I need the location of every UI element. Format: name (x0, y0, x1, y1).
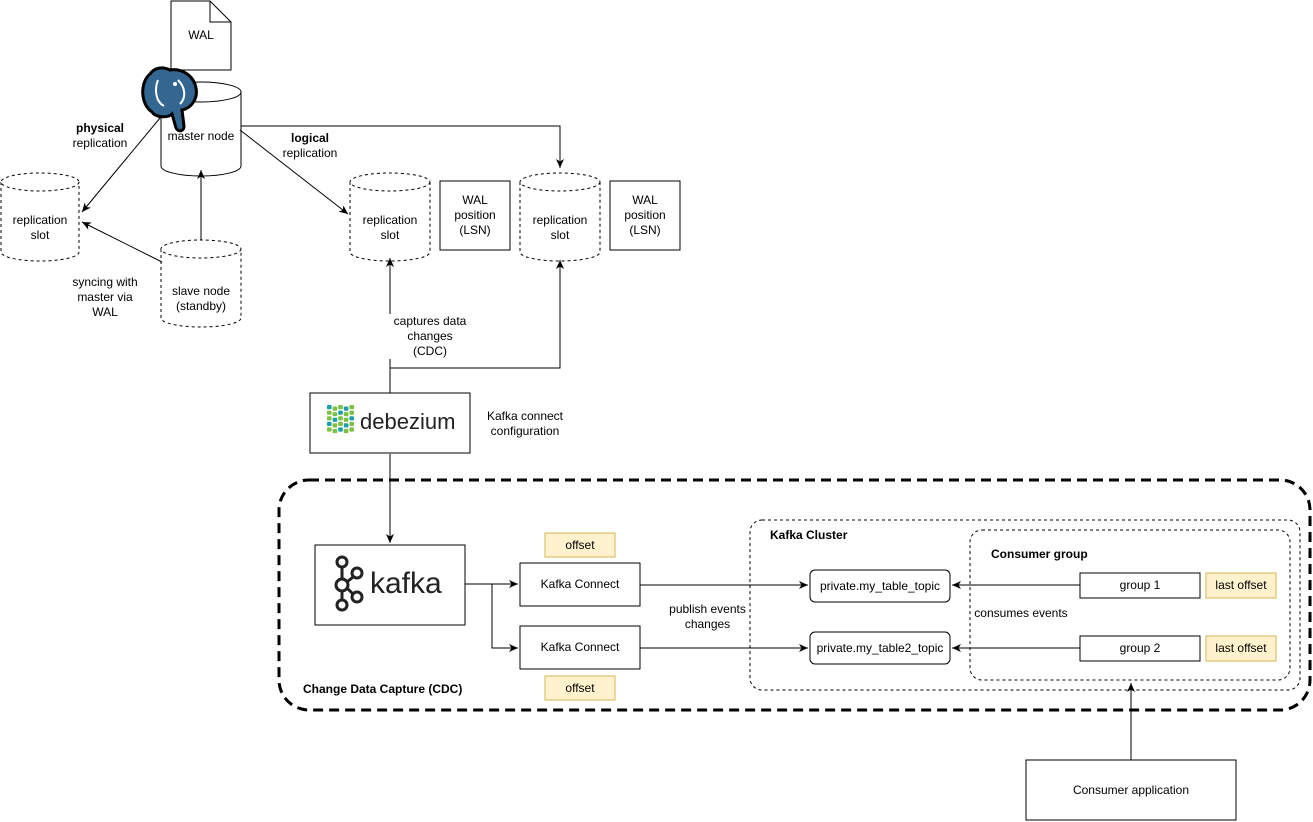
debezium-logo-tile (332, 412, 338, 417)
kafka-connect-1-label: Kafka Connect (540, 577, 620, 591)
physical-replication-slot-cylinder (0, 172, 80, 262)
logical-slot-2-label: replication slot (532, 213, 588, 242)
offset-1-box (544, 532, 616, 558)
topic-1-label: private.my_table_topic (819, 578, 941, 593)
debezium-logo-tile (327, 405, 332, 410)
wal-document-icon (170, 0, 232, 71)
kafka-connect-1-box (519, 562, 641, 607)
wal-position-2-label: WAL position (LSN) (624, 193, 666, 237)
group-2-label: group 2 (1119, 641, 1161, 655)
debezium-logo-tile (332, 406, 338, 411)
logical-label-rest: replication (282, 146, 338, 160)
logical-replication-slot-1-cylinder (349, 172, 431, 262)
last-offset-2-label: last offset (1215, 641, 1267, 655)
postgresql-elephant-icon (141, 66, 198, 133)
offset-2-box (544, 675, 616, 701)
kafka-logo-icon (334, 555, 364, 612)
group-1-box (1079, 572, 1201, 599)
wal-position-1-box (439, 180, 511, 251)
consumer-group-container (969, 529, 1291, 681)
cdc-title: Change Data Capture (CDC) (303, 682, 463, 696)
debezium-logo-tile (349, 405, 354, 410)
kafka-to-connect-2-edge (491, 584, 518, 652)
kafka-connect-2-label: Kafka Connect (540, 640, 620, 654)
debezium-box (309, 392, 471, 454)
consumer-application-label: Consumer application (1072, 782, 1190, 797)
debezium-logo-tile (343, 417, 349, 422)
kafka-cluster-container (749, 519, 1301, 691)
kafka-connect-2-box (519, 625, 641, 670)
syncing-label: syncing with master via WAL (72, 275, 138, 319)
offset-1-label: offset (565, 537, 595, 552)
debezium-logo-tile (343, 406, 349, 411)
topic-2-box (809, 631, 951, 665)
debezium-logo-tile (343, 428, 349, 434)
master-to-slot-2-edge (241, 125, 564, 168)
debezium-logo-tile (327, 421, 332, 426)
debezium-logo-tile (349, 421, 354, 426)
topic-1-box (809, 569, 951, 603)
consumes-label: consumes events (974, 606, 1068, 620)
slave-node-label: slave node (standby) (171, 284, 231, 313)
debezium-logo-tile (338, 421, 343, 426)
logical-replication-slot-2-cylinder (519, 172, 601, 262)
debezium-logo-tile (327, 410, 332, 415)
master-node-label: master node (167, 128, 235, 143)
debezium-logo-tile (349, 416, 354, 421)
debezium-logo-text: debezium (360, 409, 456, 434)
publish-label: publish events changes (669, 602, 746, 631)
debezium-logo-tile (332, 428, 338, 434)
wal-position-1-label: WAL position (LSN) (454, 193, 496, 237)
logical-replication-edge (239, 129, 349, 215)
physical-replication-edge (81, 117, 161, 213)
debezium-logo-icon (327, 405, 354, 434)
slave-node-cylinder (160, 239, 242, 328)
debezium-logo-tile (349, 427, 354, 432)
consumer-application-box (1025, 759, 1237, 821)
debezium-to-slot-2-edge (390, 260, 564, 369)
syncing-edge (81, 221, 163, 263)
wal-document-label: WAL (188, 27, 214, 42)
physical-slot-label: replication slot (12, 213, 68, 242)
debezium-logo-tile (338, 405, 343, 410)
kafka-cluster-title: Kafka Cluster (770, 528, 848, 542)
debezium-logo-tile (343, 423, 349, 428)
kafka-connect-config-label: Kafka connect configuration (486, 409, 564, 438)
group-2-box (1079, 635, 1201, 662)
cdc-container (277, 478, 1312, 712)
debezium-logo-tile (327, 416, 332, 421)
last-offset-1-box (1205, 572, 1277, 599)
debezium-logo-tile (338, 427, 343, 432)
last-offset-2-box (1205, 635, 1277, 662)
debezium-logo-tile (338, 416, 343, 421)
debezium-logo-tile (349, 410, 354, 415)
kafka-logo-text: kafka (370, 567, 442, 600)
debezium-logo-tile (338, 410, 343, 415)
physical-label-bold: physical (75, 121, 125, 135)
logical-slot-1-label: replication slot (362, 213, 418, 242)
debezium-logo-tile (332, 423, 338, 428)
debezium-logo-tile (343, 412, 349, 417)
group-1-label: group 1 (1119, 578, 1161, 592)
offset-2-label: offset (565, 680, 595, 695)
last-offset-1-label: last offset (1215, 578, 1267, 592)
debezium-logo-tile (327, 427, 332, 432)
debezium-logo-tile (332, 417, 338, 422)
consumer-group-title: Consumer group (991, 547, 1088, 561)
physical-label-rest: replication (72, 136, 128, 150)
topic-2-label: private.my_table2_topic (816, 640, 944, 655)
captures-label: captures data changes (CDC) (380, 314, 480, 359)
wal-position-2-box (609, 180, 681, 251)
logical-label-bold: logical (290, 131, 329, 145)
